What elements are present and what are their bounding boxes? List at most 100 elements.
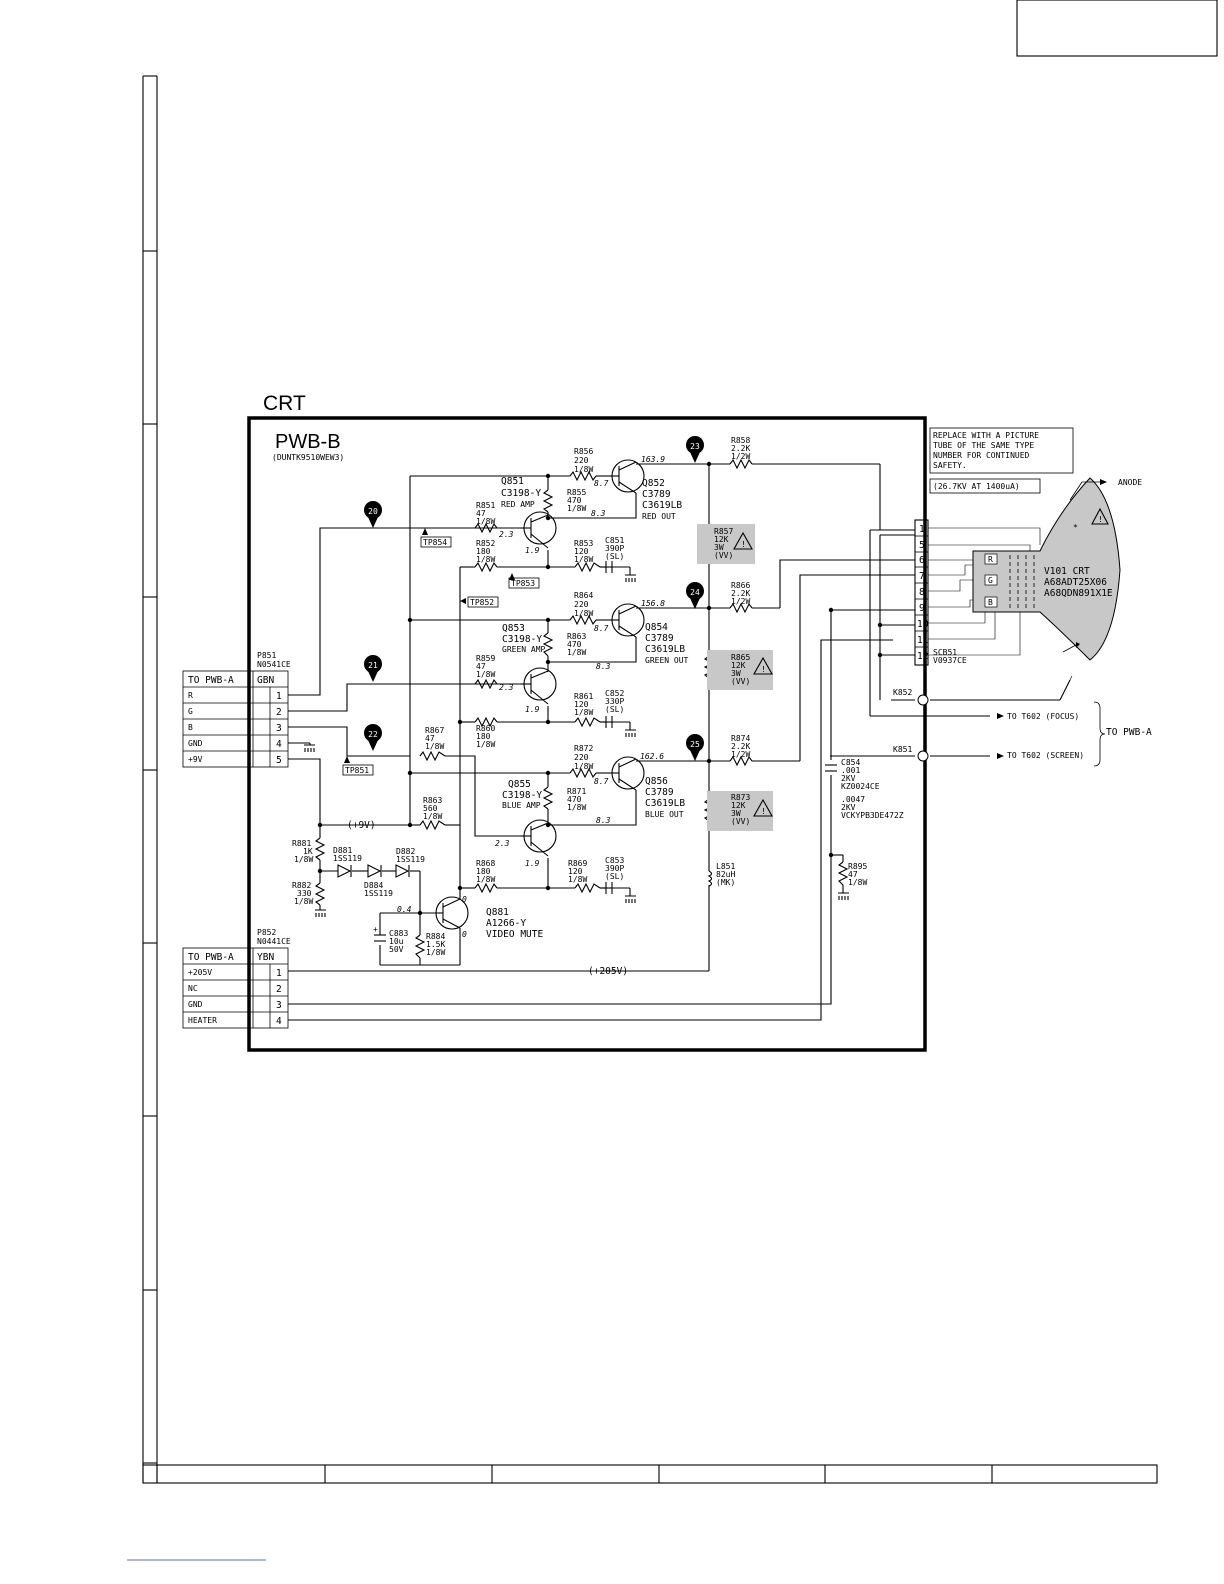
svg-text:10: 10 xyxy=(917,619,929,630)
svg-text:Q881: Q881 xyxy=(486,907,509,918)
svg-text:C883: C883 xyxy=(389,929,408,938)
svg-text:.0047: .0047 xyxy=(841,795,865,804)
svg-text:!: ! xyxy=(1098,515,1103,524)
svg-text:1/8W: 1/8W xyxy=(476,740,495,749)
tp854-label: TP854 xyxy=(423,538,447,547)
svg-text:2.2K: 2.2K xyxy=(731,589,750,598)
passive-symbols xyxy=(288,561,849,942)
svg-text:25: 25 xyxy=(690,740,700,749)
svg-text:V101 CRT: V101 CRT xyxy=(1044,566,1090,577)
p852-pin-num: 2 xyxy=(276,984,282,995)
svg-text:R864: R864 xyxy=(574,591,593,600)
p852-header-left: TO PWB-A xyxy=(188,952,234,963)
svg-text:N0541CE: N0541CE xyxy=(257,660,291,669)
svg-text:10u: 10u xyxy=(389,937,404,946)
svg-text:12K: 12K xyxy=(714,535,729,544)
crt-socket: 1 5 6 7 8 9 10 11 12 xyxy=(914,519,929,762)
svg-text:(+205V): (+205V) xyxy=(588,966,628,977)
svg-text:R859: R859 xyxy=(476,654,495,663)
warning-triangles: ! ! ! xyxy=(733,531,773,817)
svg-text:0: 0 xyxy=(462,895,467,904)
svg-text:VIDEO MUTE: VIDEO MUTE xyxy=(486,929,543,940)
svg-text:1K: 1K xyxy=(303,847,313,856)
svg-text:R861: R861 xyxy=(574,692,593,701)
resistor-symbols xyxy=(314,458,849,959)
svg-text:(SL): (SL) xyxy=(605,705,624,714)
svg-text:163.9: 163.9 xyxy=(641,455,665,464)
safety-shade-r857 xyxy=(697,524,755,564)
pwb-b-outline xyxy=(247,416,927,1052)
svg-text:C853: C853 xyxy=(605,856,624,865)
svg-text:K851: K851 xyxy=(893,745,912,754)
svg-text:1/8W: 1/8W xyxy=(568,875,587,884)
svg-text:D882: D882 xyxy=(396,847,415,856)
svg-text:9: 9 xyxy=(919,603,925,614)
p852-pin-name: GND xyxy=(188,1000,203,1009)
svg-text:(26.7KV AT 1400uA): (26.7KV AT 1400uA) xyxy=(933,482,1020,491)
svg-text:Q855: Q855 xyxy=(508,779,531,790)
p851-header-left: TO PWB-A xyxy=(188,675,234,686)
svg-text:180: 180 xyxy=(476,547,491,556)
svg-text:C3198-Y: C3198-Y xyxy=(502,790,542,801)
tp853-label: TP853 xyxy=(511,579,535,588)
svg-text:1/8W: 1/8W xyxy=(476,555,495,564)
svg-text:470: 470 xyxy=(567,640,582,649)
svg-text:1/8W: 1/8W xyxy=(294,897,313,906)
svg-text:120: 120 xyxy=(574,700,589,709)
marker-21 xyxy=(364,655,382,673)
svg-text:R873: R873 xyxy=(731,793,750,802)
svg-text:R852: R852 xyxy=(476,539,495,548)
svg-text:1.5K: 1.5K xyxy=(426,940,445,949)
svg-text:3W: 3W xyxy=(731,809,741,818)
svg-text:R863: R863 xyxy=(567,632,586,641)
board-title: PWB-B xyxy=(275,431,341,453)
svg-text:K852: K852 xyxy=(893,688,912,697)
svg-text:R865: R865 xyxy=(731,653,750,662)
svg-text:BLUE OUT: BLUE OUT xyxy=(645,810,684,819)
svg-text:470: 470 xyxy=(567,496,582,505)
svg-text:RED OUT: RED OUT xyxy=(642,512,676,521)
svg-text:1.9: 1.9 xyxy=(525,705,540,714)
svg-text:1.9: 1.9 xyxy=(525,546,540,555)
svg-text:2KV: 2KV xyxy=(841,803,856,812)
svg-text:R867: R867 xyxy=(425,726,444,735)
connector-p851: P851 N0541CE TO PWB-A GBN R G B GND +9V … xyxy=(182,651,291,768)
svg-text:220: 220 xyxy=(574,753,589,762)
svg-text:C851: C851 xyxy=(605,536,624,545)
marker-25 xyxy=(686,734,704,752)
safety-shade-r865 xyxy=(707,650,773,690)
svg-text:C3789: C3789 xyxy=(645,633,674,644)
svg-text:470: 470 xyxy=(567,795,582,804)
p851-pin-num: 1 xyxy=(276,691,282,702)
svg-text:2.3: 2.3 xyxy=(499,683,514,692)
p852-pin-num: 3 xyxy=(276,1000,282,1011)
svg-text:L851: L851 xyxy=(716,862,735,871)
svg-text:1SS119: 1SS119 xyxy=(364,889,393,898)
svg-text:TO T602 (FOCUS): TO T602 (FOCUS) xyxy=(1007,712,1079,721)
svg-text:1/8W: 1/8W xyxy=(476,517,495,526)
svg-text:R860: R860 xyxy=(476,724,495,733)
svg-text:22: 22 xyxy=(368,730,378,739)
svg-text:REPLACE WITH A PICTURE: REPLACE WITH A PICTURE xyxy=(933,431,1039,440)
svg-text:RED AMP: RED AMP xyxy=(501,500,535,509)
svg-text:SCB51: SCB51 xyxy=(933,648,957,657)
p852-pin-num: 4 xyxy=(276,1016,282,1027)
connector-p852: P852 N0441CE TO PWB-A YBN +205V NC GND H… xyxy=(182,928,291,1029)
p851-pin-name: GND xyxy=(188,739,203,748)
svg-text:1/8W: 1/8W xyxy=(567,648,586,657)
svg-text:Q851: Q851 xyxy=(501,476,524,487)
svg-text:2.3: 2.3 xyxy=(495,839,510,848)
svg-text:1/8W: 1/8W xyxy=(574,465,593,474)
svg-text:C852: C852 xyxy=(605,689,624,698)
svg-text:220: 220 xyxy=(574,456,589,465)
svg-text:8.3: 8.3 xyxy=(591,509,606,518)
svg-text:47: 47 xyxy=(425,734,435,743)
svg-text:R857: R857 xyxy=(714,527,733,536)
svg-text:R872: R872 xyxy=(574,744,593,753)
svg-text:1/8W: 1/8W xyxy=(476,670,495,679)
svg-text:TO PWB-A: TO PWB-A xyxy=(1106,727,1152,738)
svg-text:11: 11 xyxy=(917,635,929,646)
svg-text:330: 330 xyxy=(297,889,312,898)
